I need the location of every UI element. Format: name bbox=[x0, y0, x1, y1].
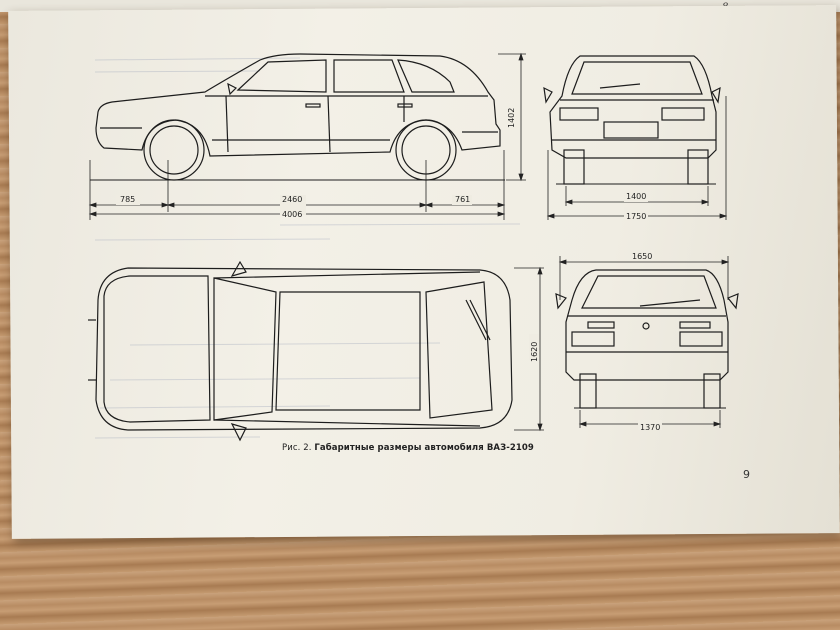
top-view-width-value: 1620 bbox=[530, 342, 539, 362]
front-view-dimensions bbox=[558, 256, 730, 428]
front-overhang-value: 785 bbox=[120, 195, 135, 204]
top-view-dimension-labels: 1620 bbox=[529, 334, 539, 362]
front-view-car bbox=[555, 269, 739, 409]
front-top-width-value: 1650 bbox=[632, 252, 652, 261]
front-view-dimension-labels: 1650 1370 bbox=[630, 250, 662, 432]
top-view-car bbox=[88, 260, 513, 442]
figure-caption-text: Габаритные размеры автомобиля ВАЗ-2109 bbox=[314, 443, 534, 453]
wheelbase-value: 2460 bbox=[282, 195, 302, 204]
side-view-dimension-labels: 785 2460 761 4006 1402 bbox=[116, 108, 516, 219]
overall-width-value: 1750 bbox=[626, 212, 646, 221]
side-view-car bbox=[90, 53, 505, 181]
rear-overhang-value: 761 bbox=[455, 195, 470, 204]
rear-view-car bbox=[543, 55, 721, 185]
front-track-value: 1370 bbox=[640, 423, 660, 432]
show-through-text bbox=[94, 57, 521, 439]
figure-caption: Рис. 2. Габаритные размеры автомобиля ВА… bbox=[282, 443, 534, 453]
page-number: 9 bbox=[743, 468, 750, 481]
figure-caption-prefix: Рис. 2. bbox=[282, 443, 312, 453]
height-value: 1402 bbox=[507, 108, 516, 128]
rear-track-value: 1400 bbox=[626, 192, 646, 201]
overall-length-value: 4006 bbox=[282, 210, 302, 219]
top-view-dimensions bbox=[514, 266, 544, 432]
side-view-dimensions bbox=[88, 52, 526, 220]
rear-view-dimension-labels: 1400 1750 bbox=[624, 192, 648, 221]
